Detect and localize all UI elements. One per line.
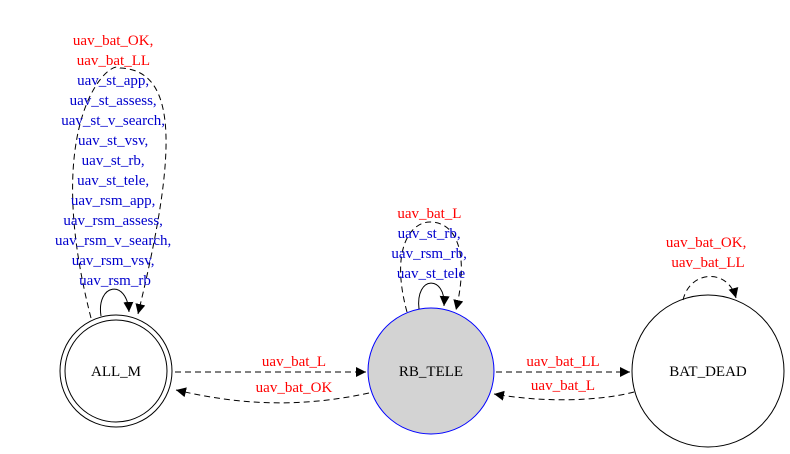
- state-label: uav_st_vsv,: [78, 133, 148, 149]
- state-label: uav_st_rb,: [398, 226, 461, 242]
- edge-all-m-to-rb-tele: uav_bat_L: [175, 354, 366, 377]
- edge-rb-tele-self-solid: [418, 282, 450, 310]
- state-label: uav_rsm_app,: [71, 193, 156, 209]
- node-bat-dead: BAT_DEAD: [631, 294, 785, 448]
- edge-rb-tele-self-dashed-line: [400, 221, 464, 313]
- node-bat-dead-label: BAT_DEAD: [669, 364, 747, 380]
- state-label: uav_rsm_assess,: [63, 213, 163, 229]
- state-label: uav_st_assess,: [70, 93, 157, 109]
- state-label: uav_rsm_v_search,: [55, 233, 171, 249]
- edge-rb-tele-self-dashed: uav_bat_L uav_st_rb, uav_rsm_rb, uav_st_…: [391, 206, 470, 313]
- edge-all-m-self-solid-line: [100, 288, 134, 317]
- edge-all-m-self-dashed-line: [72, 66, 167, 319]
- event-label: uav_bat_L: [397, 206, 461, 222]
- edge-all-m-self-dashed: uav_bat_OK, uav_bat_LL uav_st_app, uav_s…: [55, 33, 175, 319]
- state-label: uav_st_v_search,: [61, 113, 165, 129]
- edge-bat-dead-self-label: uav_bat_OK, uav_bat_LL: [666, 235, 750, 271]
- edge-rb-tele-to-bat-dead-label: uav_bat_LL: [526, 354, 599, 370]
- edge-all-m-to-rb-tele-label: uav_bat_L: [262, 354, 326, 370]
- state-label: uav_st_tele: [397, 266, 466, 282]
- edge-rb-tele-to-all-m: uav_bat_OK: [175, 380, 370, 404]
- node-rb-tele: RB_TELE: [367, 307, 495, 435]
- state-label: uav_st_tele,: [77, 173, 149, 189]
- node-all-m: ALL_M: [59, 314, 173, 428]
- node-bat-dead-circle: [631, 294, 785, 448]
- edge-rb-tele-to-all-m-label: uav_bat_OK: [256, 380, 333, 396]
- edge-bat-dead-to-rb-tele-line: [493, 390, 635, 401]
- state-label: uav_rsm_vsv,: [72, 253, 155, 269]
- node-rb-tele-circle: [367, 307, 495, 435]
- event-label: uav_bat_OK,: [666, 235, 746, 251]
- edge-all-m-self-solid: [100, 288, 134, 317]
- edge-bat-dead-self-dashed: uav_bat_OK, uav_bat_LL: [666, 235, 750, 301]
- edge-bat-dead-to-rb-tele: uav_bat_L: [493, 378, 635, 401]
- node-rb-tele-label: RB_TELE: [399, 364, 463, 380]
- edge-rb-tele-to-all-m-line: [175, 387, 370, 404]
- edge-rb-tele-to-bat-dead: uav_bat_LL: [496, 354, 630, 377]
- event-label: uav_bat_LL: [77, 53, 150, 69]
- node-all-m-label: ALL_M: [91, 364, 141, 380]
- event-label: uav_bat_LL: [671, 255, 744, 271]
- edge-all-m-self-label: uav_bat_OK, uav_bat_LL uav_st_app, uav_s…: [55, 33, 175, 289]
- state-label: uav_st_app,: [77, 73, 149, 89]
- event-label: uav_bat_OK,: [73, 33, 153, 49]
- state-label: uav_st_rb,: [82, 153, 145, 169]
- node-all-m-inner-ring: [64, 319, 168, 423]
- edge-rb-tele-self-label: uav_bat_L uav_st_rb, uav_rsm_rb, uav_st_…: [391, 206, 470, 282]
- state-label: uav_rsm_rb,: [391, 246, 466, 262]
- edge-bat-dead-to-rb-tele-label: uav_bat_L: [531, 378, 595, 394]
- state-label: uav_rsm_rb: [79, 273, 151, 289]
- edge-rb-tele-self-solid-line: [418, 282, 450, 310]
